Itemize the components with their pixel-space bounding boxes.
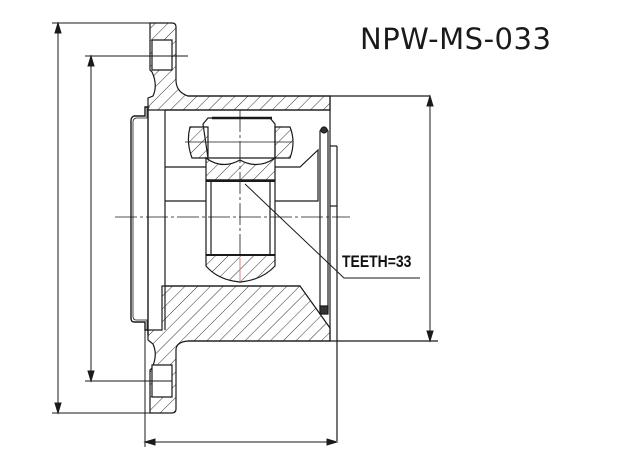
centerlines — [115, 110, 350, 283]
teeth-leader — [245, 184, 420, 278]
lower-flange — [148, 286, 330, 413]
dust-cover — [131, 107, 150, 335]
circlip — [320, 126, 337, 441]
upper-flange — [148, 23, 330, 110]
dimension-lines — [52, 23, 433, 447]
part-number-title: NPW-MS-033 — [360, 22, 552, 56]
teeth-count-label: TEETH=33 — [342, 252, 412, 271]
tripod-spider — [188, 118, 293, 282]
